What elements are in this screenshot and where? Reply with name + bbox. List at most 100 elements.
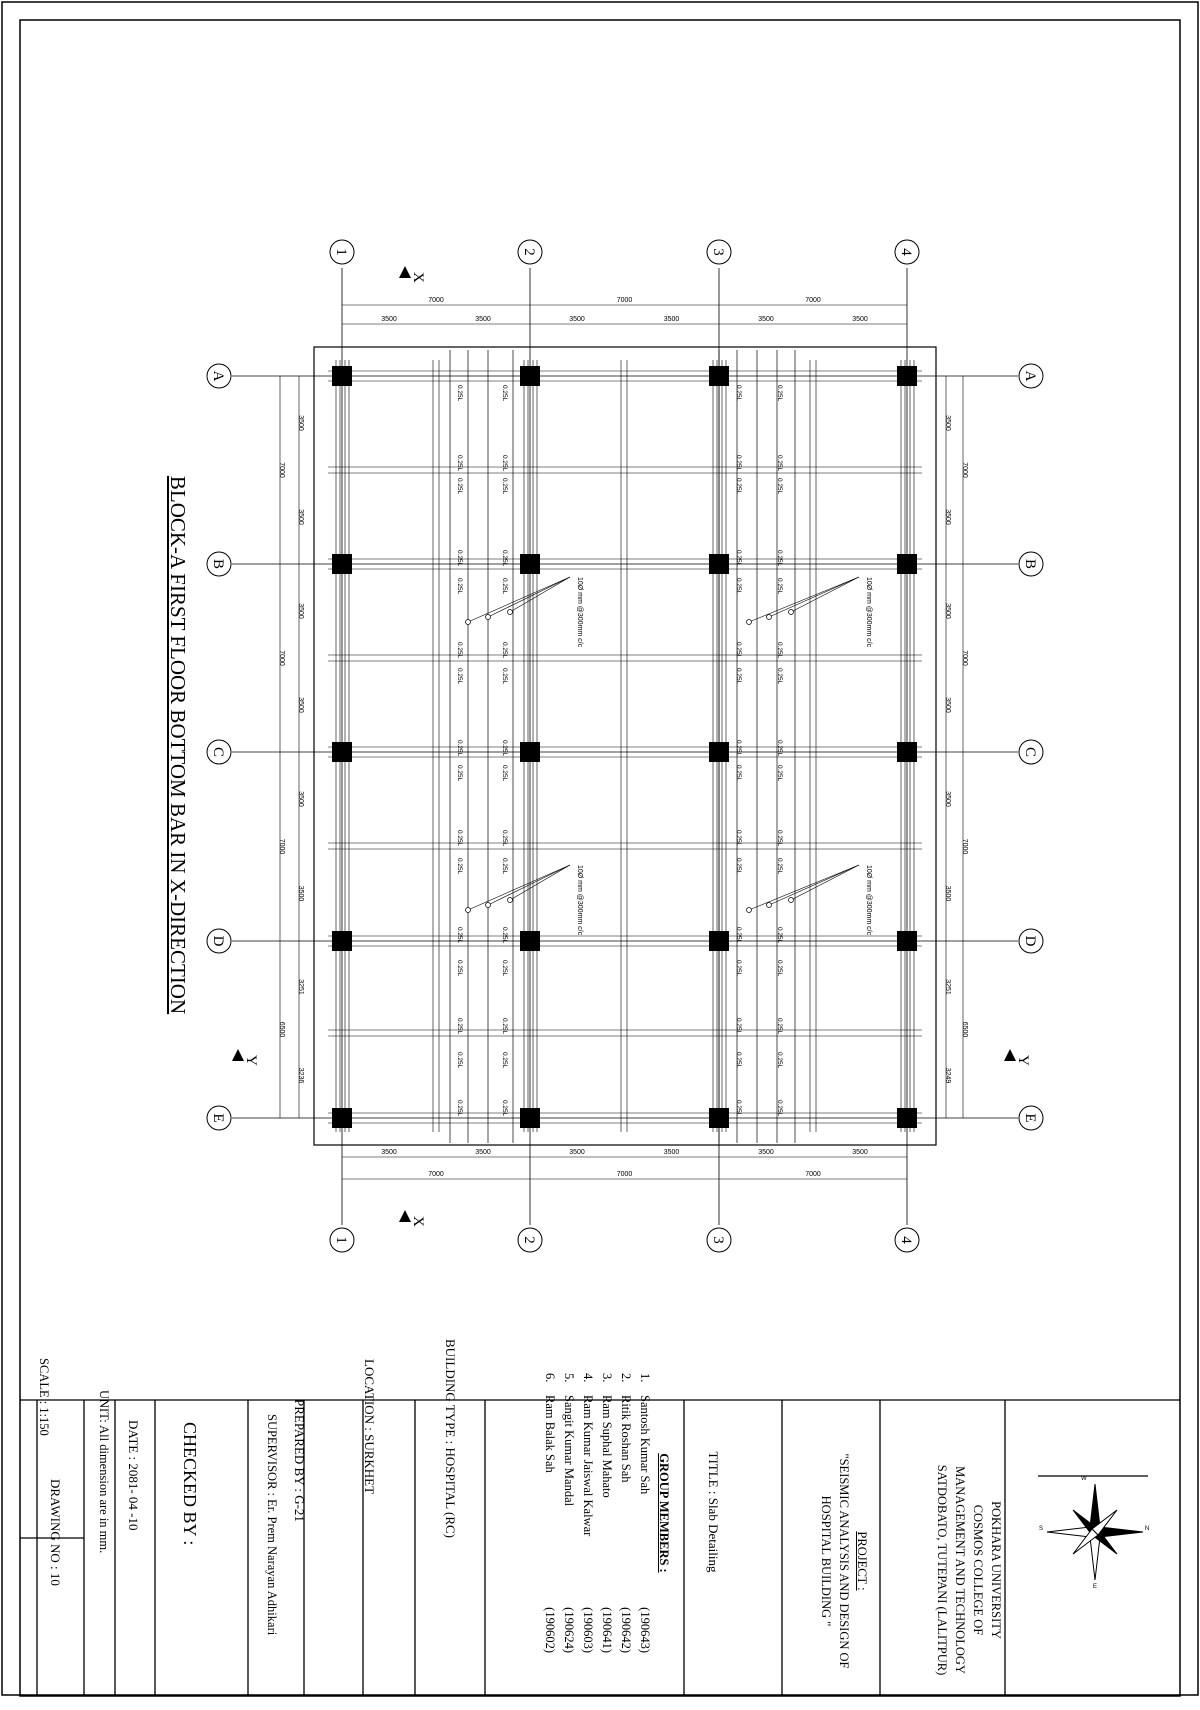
leader-dot	[746, 619, 752, 625]
bar-label: 0.25L	[501, 765, 508, 782]
leader-dot	[485, 614, 491, 620]
dimension-label: 3500	[297, 886, 304, 902]
column-4-b	[897, 554, 917, 574]
bar-label: 0.25L	[776, 960, 783, 977]
column-2-a	[520, 366, 540, 386]
compass-e: E	[1093, 1584, 1097, 1590]
leader-line	[790, 576, 860, 613]
bar-label: 0.25L	[456, 1100, 463, 1117]
leader-dot	[485, 902, 491, 908]
grid-bubble-d	[1018, 928, 1044, 954]
floor-plan: 0.25L 0.25L 0.25L 0.25L 0.25L 0.25L 0.25L 0.25L…	[206, 239, 1044, 1253]
dimension-label: 3500	[758, 316, 774, 323]
bar-label: 0.25L	[501, 478, 508, 495]
bar-label: 0.25L	[456, 765, 463, 782]
bar-label: 0.25L	[776, 1052, 783, 1069]
grid-label-1: 1	[333, 248, 349, 256]
dimension-label: 3500	[297, 415, 304, 431]
grid-label-c: C	[1022, 747, 1038, 757]
bar-label: 0.25L	[776, 385, 783, 402]
grid-bubble-3	[706, 1227, 732, 1253]
dimension-label: 7000	[805, 1171, 821, 1178]
column-4-a	[897, 366, 917, 386]
column-1-c	[332, 742, 352, 762]
bar-label: 0.25L	[735, 927, 742, 944]
dimension-label: 3500	[944, 791, 951, 807]
column-1-a	[332, 366, 352, 386]
bar-label: 0.25L	[776, 765, 783, 782]
rebar-note: 10Ø mm @300mm c/c	[865, 865, 872, 936]
grid-bubble-b	[1018, 551, 1044, 577]
bar-label: 0.25L	[501, 642, 508, 659]
rebar-note: 10Ø mm @300mm c/c	[865, 577, 872, 648]
dimension-label: 3500	[297, 791, 304, 807]
bar-label: 0.25L	[735, 765, 742, 782]
dimension-label: 3500	[569, 316, 585, 323]
column-3-a	[709, 366, 729, 386]
column-1-e	[332, 1108, 352, 1128]
column-3-e	[709, 1108, 729, 1128]
column-2-d	[520, 931, 540, 951]
leader-line	[509, 864, 571, 901]
grid-label-b: B	[210, 559, 226, 569]
leader-line	[790, 864, 860, 901]
column-4-d	[897, 931, 917, 951]
grid-bubble-a	[1018, 363, 1044, 389]
rebar-note: 10Ø mm @300mm c/c	[576, 865, 583, 936]
dimension-label: 7000	[428, 297, 444, 304]
bar-label: 0.25L	[456, 578, 463, 595]
dimension-label: 7000	[961, 462, 968, 478]
dimension-label: 3500	[944, 697, 951, 713]
dimension-label: 7000	[278, 650, 285, 666]
leader-dot	[507, 897, 513, 903]
bar-label: 0.25L	[735, 642, 742, 659]
leader-line	[487, 864, 571, 906]
section-marker-icon	[232, 1049, 244, 1061]
column-4-e	[897, 1108, 917, 1128]
leader-line	[768, 576, 860, 618]
bar-label: 0.25L	[501, 668, 508, 685]
grid-label-a: A	[210, 371, 226, 382]
grid-bubble-c	[1018, 739, 1044, 765]
bar-label: 0.25L	[776, 858, 783, 875]
dimension-label: 3500	[944, 415, 951, 431]
column-2-e	[520, 1108, 540, 1128]
dimension-label: 7000	[428, 1171, 444, 1178]
bar-label: 0.25L	[501, 960, 508, 977]
dimension-label: 3500	[475, 1149, 491, 1156]
grid-label-e: E	[1022, 1113, 1038, 1122]
dimension-label: 3500	[944, 603, 951, 619]
grid-label-d: D	[1022, 936, 1038, 947]
grid-bubble-3	[706, 239, 732, 265]
bar-label: 0.25L	[735, 578, 742, 595]
dimension-label: 3249	[944, 1068, 951, 1084]
dimension-label: 3251	[944, 979, 951, 995]
leader-line	[487, 576, 571, 618]
section-marker-label: X	[410, 272, 426, 283]
grid-label-e: E	[210, 1113, 226, 1122]
dimension-label: 7000	[278, 839, 285, 855]
section-marker-label: Y	[243, 1055, 259, 1066]
column-3-b	[709, 554, 729, 574]
grid-bubble-b	[206, 551, 232, 577]
bar-label: 0.25L	[501, 550, 508, 567]
bar-label: 0.25L	[735, 478, 742, 495]
grid-label-4: 4	[898, 248, 914, 256]
dimension-label: 7000	[617, 1171, 633, 1178]
bar-label: 0.25L	[735, 668, 742, 685]
column-4-c	[897, 742, 917, 762]
bar-label: 0.25L	[776, 550, 783, 567]
grid-label-c: C	[210, 747, 226, 757]
title-block-lines	[20, 1399, 1180, 1696]
grid-bubble-e	[206, 1105, 232, 1131]
dimension-label: 3500	[569, 1149, 585, 1156]
bar-label: 0.25L	[501, 455, 508, 472]
bar-label: 0.25L	[501, 740, 508, 757]
section-marker-icon	[1004, 1049, 1016, 1061]
bar-label: 0.25L	[776, 1018, 783, 1035]
dimension-label: 6500	[961, 1022, 968, 1038]
bar-label: 0.25L	[776, 578, 783, 595]
grid-bubble-d	[206, 928, 232, 954]
grid-label-a: A	[1022, 371, 1038, 382]
